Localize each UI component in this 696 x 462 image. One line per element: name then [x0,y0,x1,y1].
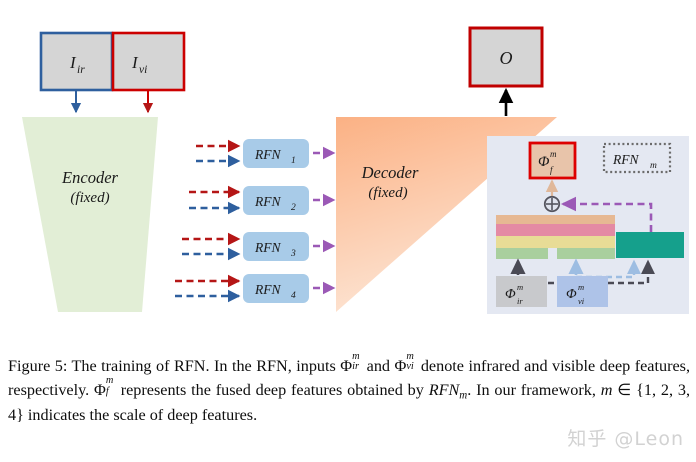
teal-to-sum-path [560,196,653,232]
phi-vi-subscript: vi [578,296,585,306]
phi-vi-symbol: Φ [566,287,577,302]
caption-rfn-m: RFN [428,381,460,400]
input-vi-subscript: vi [139,64,147,76]
bar-green-right [557,248,615,259]
bar-green-left [496,248,548,259]
caption-rfn-m-subscript: m [459,389,468,402]
encoder-shape [22,117,158,312]
bar-yellow [496,236,615,248]
rfn-m-title-subscript: m [650,161,657,171]
sum-operator [543,195,561,213]
caption-phi-f-subscript: f [105,385,109,397]
rfn-4-label: RFN [254,282,281,297]
phi-ir-symbol: Φ [505,287,516,302]
decoder-label-line2: (fixed) [368,185,407,201]
caption-phi-ir-superscript: m [352,350,360,362]
fused-phi-symbol: Φ [538,154,550,170]
rfn-block-4: RFN 4 [243,274,309,303]
output-box-o: O [468,26,544,88]
caption-phi-ir-subscript: ir [352,361,360,373]
bar-tan [496,215,615,224]
bar-teal [616,232,684,258]
rfn-m-title-box: RFN m [602,142,672,174]
phi-ir-subscript: ir [517,296,523,306]
rfn-1-label: RFN [254,147,281,162]
rfn-2-subscript: 2 [291,203,296,213]
output-o-label: O [500,48,513,68]
encoder-label-line2: (fixed) [70,190,109,206]
figure-caption: Figure 5: The training of RFN. In the RF… [8,351,691,428]
caption-part-3: denote infrared and visible deep feature… [8,357,690,400]
watermark: 知乎 @Leon [567,428,684,450]
fused-phi-superscript: m [550,149,557,159]
caption-part-1: Figure 5: The training of RFN. In the RF… [8,357,353,376]
rfn-block-1: RFN 1 [243,139,309,168]
caption-part-6: ∈ {1, 2, 3, 4} indicates the scale of de… [8,381,691,425]
caption-phi-vi-subscript: vi [406,361,414,373]
caption-part-4: represents the fused deep features obtai… [115,381,429,400]
fused-feature-box: Φ m f [528,141,577,180]
caption-phi-f-superscript: m [105,374,114,386]
input-vi-label: I [131,53,139,72]
caption-phi-vi-superscript: m [406,350,414,362]
input-box-ir: I ir [39,31,114,92]
detail-input-phi-vi: Φ m vi [557,276,608,307]
phi-ir-superscript: m [517,282,523,292]
input-ir-label: I [69,53,77,72]
rfn-2-label: RFN [254,194,281,209]
rfn-3-label: RFN [254,240,281,255]
rfn-1-subscript: 1 [291,156,296,166]
rfn-4-subscript: 4 [291,291,296,301]
rfn-m-title: RFN [612,152,639,167]
fused-phi-subscript: f [550,165,554,175]
decoder-label-line1: Decoder [361,163,419,182]
encoder-to-rfn-arrows [175,139,241,303]
caption-part-5: . In our framework, [467,381,601,400]
bar-pink [496,224,615,236]
rfn-to-decoder-arrows [313,146,336,295]
phi-vi-superscript: m [578,282,584,292]
detail-input-phi-ir: Φ m ir [496,276,547,307]
encoder-label-line1: Encoder [61,168,118,187]
rfn-3-subscript: 3 [290,249,296,259]
input-box-vi: I vi [111,31,186,92]
rfn-block-2: RFN 2 [243,186,309,215]
caption-m-variable: m [600,381,613,400]
input-ir-subscript: ir [77,64,85,76]
caption-part-2: and Φ [362,357,407,376]
rfn-block-3: RFN 3 [243,232,309,261]
